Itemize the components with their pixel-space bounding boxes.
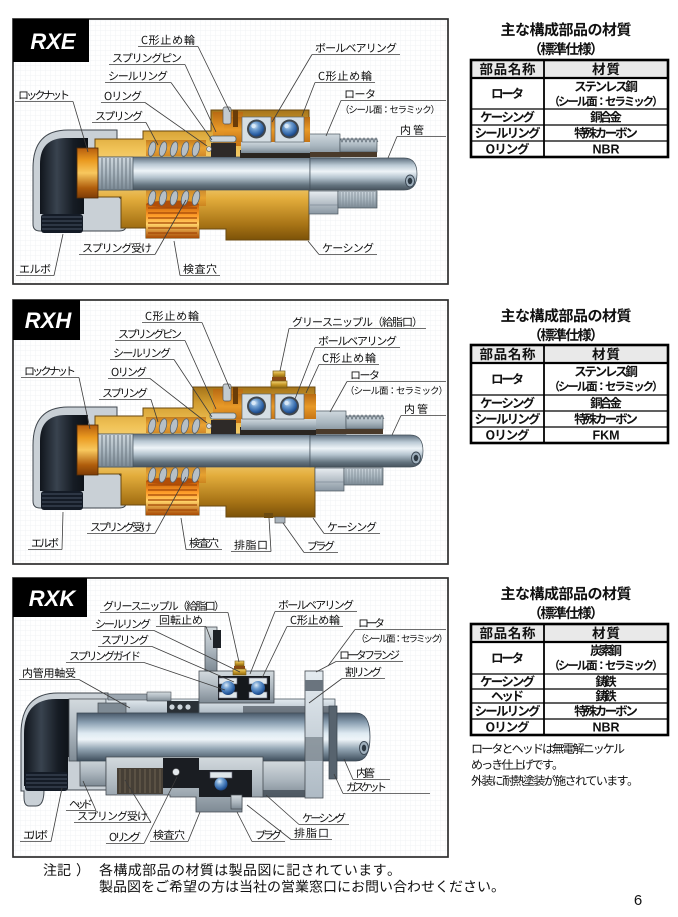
- svg-text:FKM: FKM: [592, 429, 619, 443]
- svg-text:6: 6: [634, 892, 642, 909]
- svg-text:RXK: RXK: [29, 586, 78, 611]
- svg-text:RXH: RXH: [25, 308, 73, 333]
- svg-text:NBR: NBR: [592, 143, 619, 157]
- svg-text:RXE: RXE: [30, 29, 77, 54]
- svg-text:NBR: NBR: [592, 721, 619, 735]
